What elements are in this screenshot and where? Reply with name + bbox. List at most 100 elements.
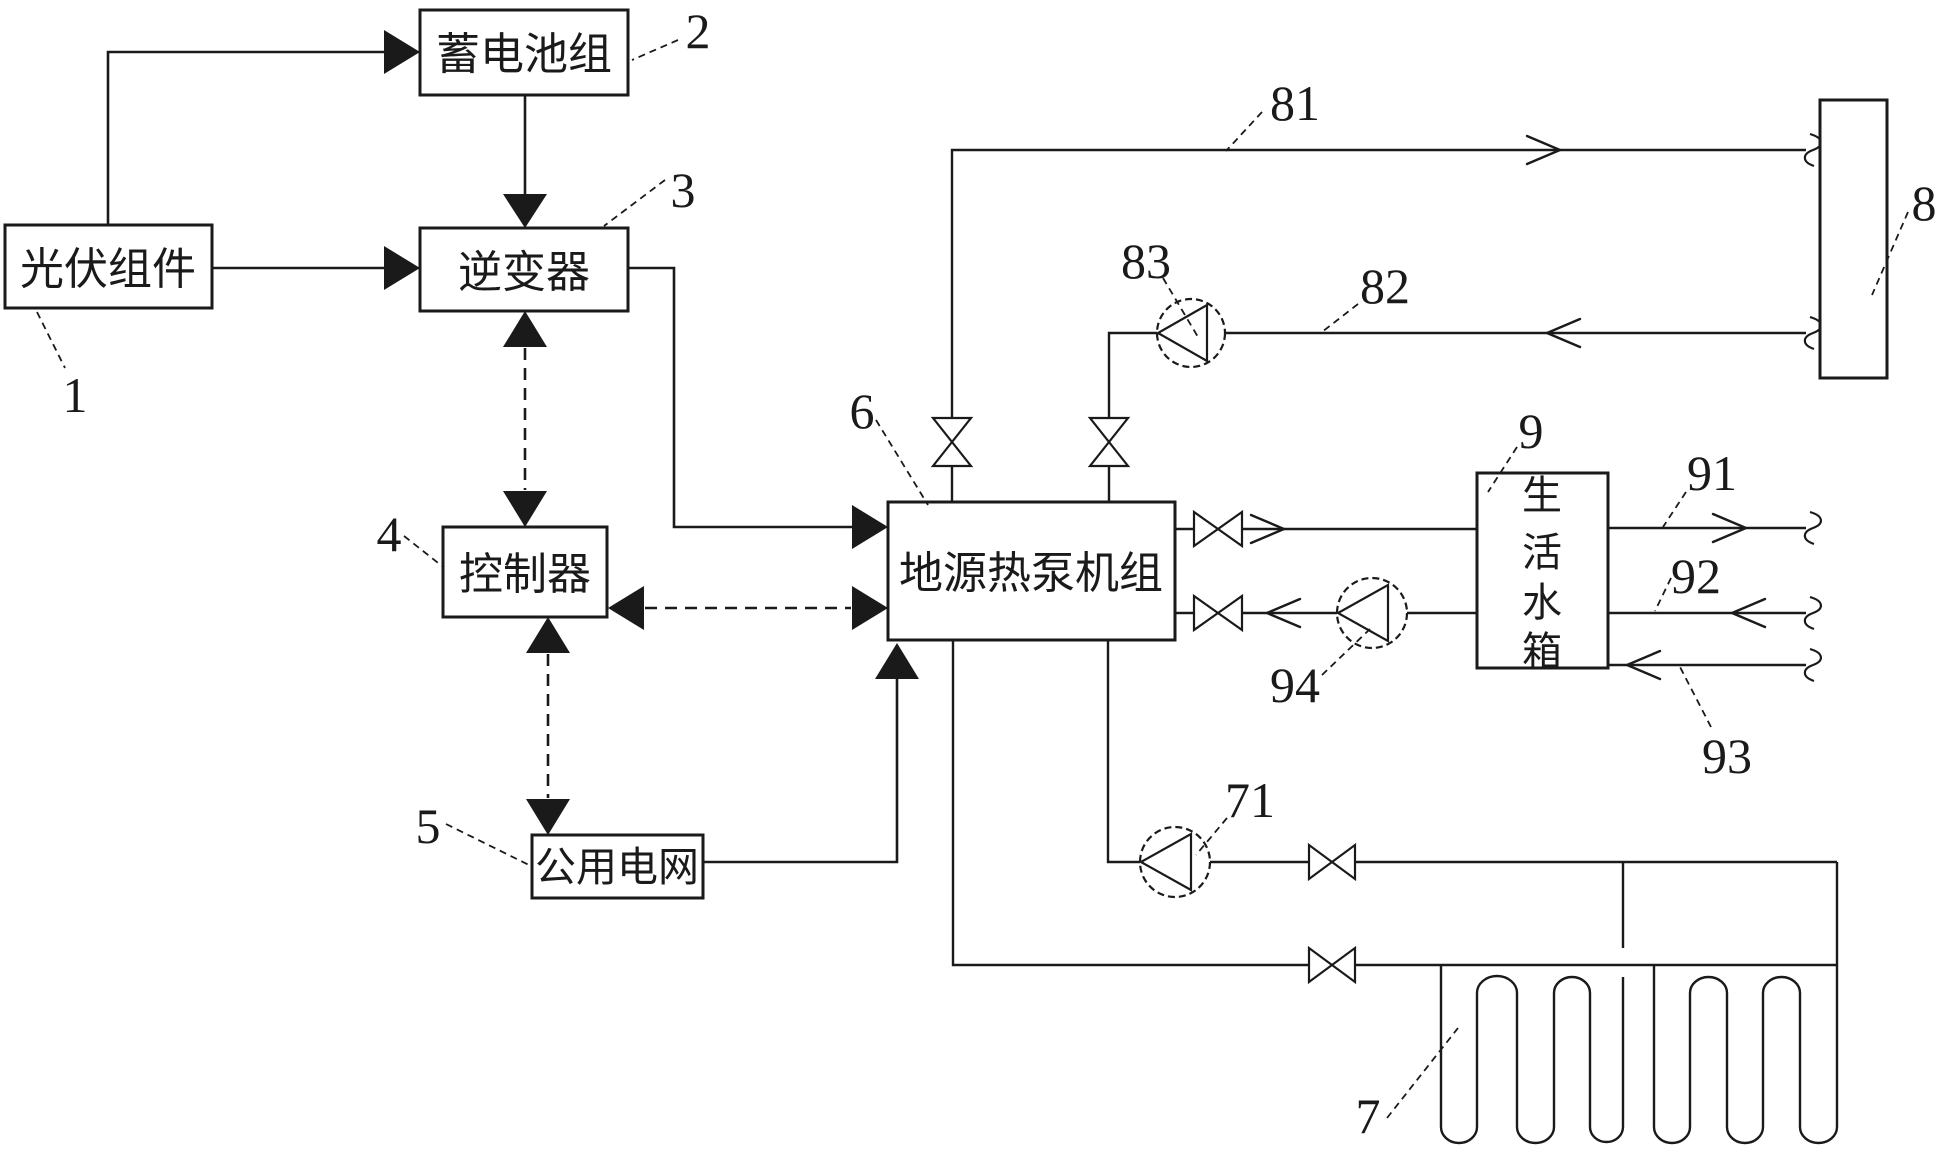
- valve-icon-tank-supply: [1192, 509, 1244, 549]
- ref-radiator: 8: [1912, 175, 1937, 231]
- inverter-label: 逆变器: [458, 248, 590, 297]
- leader-7: [1386, 1027, 1459, 1119]
- reference-numerals: 1 2 3 4 5 6 7 8 9 71 81 82 83 91 92 93 9: [36, 3, 1937, 1144]
- ref-tank-outlet: 91: [1687, 445, 1737, 501]
- pumps: [1138, 297, 1409, 899]
- valve-icon-tank-return: [1192, 593, 1244, 633]
- arrowhead-into-inverter-left: [384, 246, 420, 290]
- leader-93: [1679, 666, 1712, 728]
- arrowhead-up-into-heatpump-bottom: [875, 643, 919, 679]
- ref-heat-pump: 6: [850, 383, 875, 439]
- ref-ground-loop: 7: [1356, 1088, 1381, 1144]
- arrowhead-into-battery: [384, 30, 420, 74]
- arrowhead-right-into-heatpump-left: [852, 586, 888, 630]
- arrowhead-into-inverter-top: [503, 194, 547, 228]
- break-icon-91: [1803, 510, 1822, 546]
- wire-pv-to-battery: [106, 50, 384, 225]
- ground-loop-left-serpentine: [1439, 862, 1625, 1145]
- arrowhead-left-into-controller-right: [608, 586, 644, 630]
- leader-6: [875, 419, 929, 506]
- pipe-heating-supply-81: [950, 148, 1806, 502]
- ref-controller: 4: [377, 506, 402, 562]
- ref-heating-supply: 81: [1270, 75, 1320, 131]
- component-boxes: 光伏组件 蓄电池组 逆变器 控制器 公用电网 地源热泵机组 生 活 水 箱: [3, 8, 1889, 900]
- leader-8: [1871, 211, 1909, 296]
- water-piping: [950, 134, 1839, 1145]
- break-icon-92: [1803, 595, 1822, 631]
- pump-icon-71: [1138, 825, 1212, 899]
- pump-71-impeller: [1138, 832, 1193, 892]
- tank-label-char: 箱: [1522, 629, 1562, 674]
- wire-inverter-to-heatpump: [628, 266, 852, 529]
- pipe-heating-return-82: [1107, 331, 1806, 502]
- pv-module-box: [3, 223, 214, 310]
- arrowhead-up-into-controller-bottom: [526, 617, 570, 653]
- arrowhead-down-into-grid-top: [526, 799, 570, 835]
- grid-label: 公用电网: [535, 844, 699, 890]
- flow-arrow-92-left: [1728, 597, 1767, 629]
- wire-grid-to-heatpump: [703, 679, 899, 864]
- leader-81: [1225, 111, 1263, 152]
- pipe-ground-supply-main: [1106, 640, 1837, 864]
- tank-label: 生 活 水 箱: [1522, 473, 1562, 674]
- leader-9: [1487, 446, 1518, 493]
- ref-tank: 9: [1519, 403, 1544, 459]
- pump-94-impeller: [1335, 583, 1390, 643]
- ref-grid: 5: [416, 798, 441, 854]
- ref-heating-pump: 83: [1121, 233, 1171, 289]
- electrical-connections: [106, 30, 919, 864]
- leader-1: [36, 311, 66, 369]
- leader-2: [631, 39, 679, 61]
- valve-icon-81: [930, 416, 974, 468]
- flow-arrow-tank-supply-right: [1249, 513, 1288, 545]
- heat-pump-box: [886, 500, 1177, 642]
- tank-label-char: 生: [1522, 473, 1562, 518]
- flow-arrow-91-right: [1711, 512, 1750, 544]
- heat-pump-label: 地源热泵机组: [899, 549, 1163, 598]
- leader-5: [445, 823, 532, 867]
- pump-83-impeller: [1155, 303, 1209, 363]
- ground-loop-right-serpentine: [1652, 862, 1839, 1145]
- tank-label-char: 活: [1522, 530, 1562, 575]
- battery-box: [418, 8, 630, 97]
- pv-module-label: 光伏组件: [20, 245, 196, 294]
- arrowhead-up-into-inverter-bottom: [503, 311, 547, 347]
- flow-arrow-81-right: [1525, 134, 1564, 166]
- leader-71: [1195, 817, 1228, 856]
- pump-icon-83: [1155, 297, 1227, 369]
- grid-box: [530, 833, 705, 900]
- flow-arrow-93-left: [1623, 649, 1662, 681]
- pump-icon-94: [1335, 576, 1409, 650]
- valves: [930, 416, 1357, 985]
- radiator-box: [1818, 98, 1889, 380]
- valve-icon-ground-supply: [1307, 842, 1357, 882]
- controller-box: [441, 525, 609, 619]
- tank-box: [1475, 471, 1610, 670]
- leader-92: [1654, 577, 1672, 612]
- flow-arrow-tank-return-left: [1263, 597, 1302, 629]
- controller-label: 控制器: [459, 550, 591, 599]
- ref-tank-return: 92: [1671, 548, 1721, 604]
- ref-tank-makeup: 93: [1702, 728, 1752, 784]
- leader-82: [1321, 303, 1359, 333]
- leader-3: [603, 179, 666, 227]
- ref-ground-pump: 71: [1225, 772, 1275, 828]
- leader-4: [403, 535, 443, 567]
- leader-91: [1662, 491, 1687, 528]
- ref-battery: 2: [686, 3, 711, 59]
- tank-label-char: 水: [1522, 580, 1562, 625]
- break-icon-93: [1803, 647, 1822, 683]
- inverter-box: [418, 226, 630, 313]
- arrowhead-down-into-controller-top: [503, 491, 547, 527]
- pipe-ground-return-main: [951, 640, 1837, 967]
- ref-inverter: 3: [671, 162, 696, 218]
- valve-icon-ground-return: [1307, 945, 1357, 985]
- ref-pv: 1: [63, 367, 88, 423]
- ref-heating-return: 82: [1360, 258, 1410, 314]
- ref-tank-pump: 94: [1270, 657, 1320, 713]
- battery-label: 蓄电池组: [436, 30, 612, 79]
- valve-icon-82: [1087, 416, 1131, 468]
- arrowhead-into-heatpump-left-top: [852, 505, 888, 549]
